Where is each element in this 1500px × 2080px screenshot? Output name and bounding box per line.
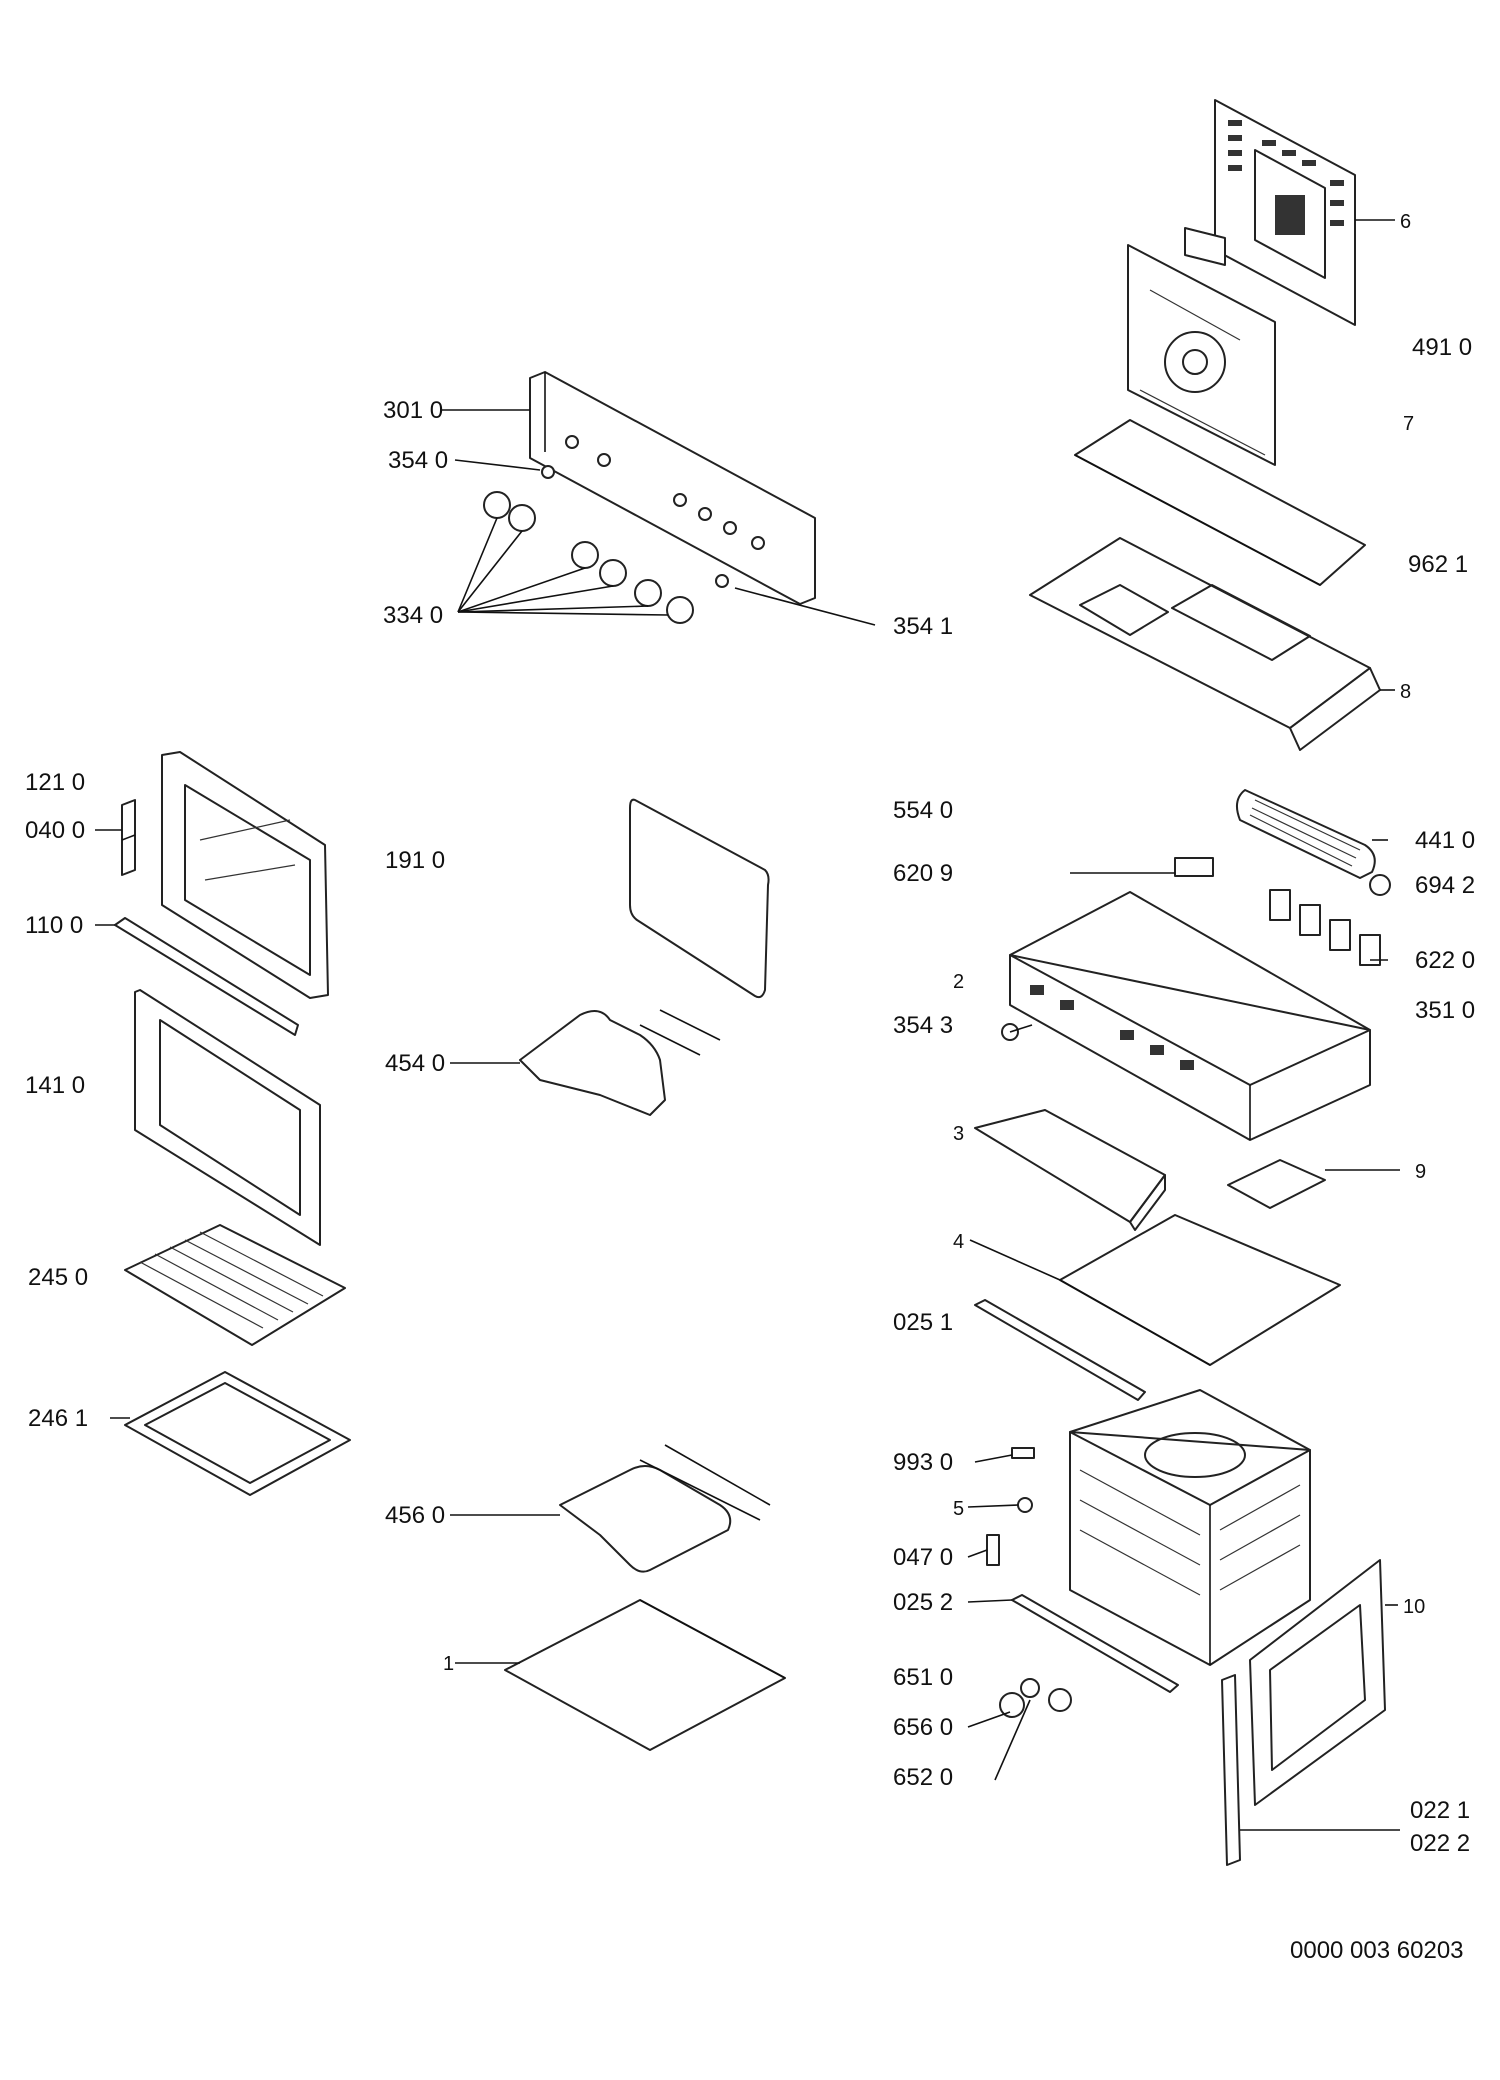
label-301-0: 301 0 <box>383 397 443 424</box>
label-7: 7 <box>1403 413 1414 435</box>
label-191-0: 191 0 <box>385 847 445 874</box>
part-door-side-022 <box>1221 1674 1241 1866</box>
label-10: 10 <box>1403 1596 1425 1618</box>
label-993-0: 993 0 <box>893 1449 953 1476</box>
part-fan-cover <box>1127 244 1276 466</box>
part-heating-element-456 <box>559 1444 771 1573</box>
part-top-tray <box>1029 537 1381 751</box>
part-small-parts-lower-right <box>986 1447 1179 1718</box>
label-040-0: 040 0 <box>25 817 85 844</box>
document-code: 0000 003 60203 <box>1290 1937 1464 1964</box>
label-047-0: 047 0 <box>893 1544 953 1571</box>
part-connector-620 <box>1174 857 1214 877</box>
part-control-panel <box>529 371 816 605</box>
label-334-0: 334 0 <box>383 602 443 629</box>
part-rail-025-1 <box>974 1299 1146 1401</box>
label-8: 8 <box>1400 681 1411 703</box>
leader-lines <box>95 219 1400 1831</box>
part-bracket-3 <box>974 1109 1166 1231</box>
part-baking-tray-246 <box>124 1371 351 1496</box>
label-441-0: 441 0 <box>1415 827 1475 854</box>
label-354-3: 354 3 <box>893 1012 953 1039</box>
label-491-0: 491 0 <box>1412 334 1472 361</box>
part-cover-9 <box>1227 1159 1326 1209</box>
label-1: 1 <box>443 1653 454 1675</box>
part-inner-door-frame <box>161 751 329 999</box>
label-354-0: 354 0 <box>388 447 448 474</box>
label-5: 5 <box>953 1498 964 1520</box>
part-heating-element-454 <box>519 1009 721 1116</box>
label-3: 3 <box>953 1123 964 1145</box>
part-hinge-040 <box>121 799 136 876</box>
part-switches-622 <box>1269 889 1381 966</box>
part-oven-top-housing <box>1009 891 1371 1141</box>
label-025-1: 025 1 <box>893 1309 953 1336</box>
label-620-9: 620 9 <box>893 860 953 887</box>
part-back-panel <box>1214 99 1356 326</box>
label-354-1: 354 1 <box>893 613 953 640</box>
part-bottom-plate-1 <box>504 1599 786 1751</box>
label-110-0: 110 0 <box>25 912 83 939</box>
label-454-0: 454 0 <box>385 1050 445 1077</box>
label-025-2: 025 2 <box>893 1589 953 1616</box>
part-tangential-fan-441 <box>1235 789 1376 879</box>
label-141-0: 141 0 <box>25 1072 85 1099</box>
label-246-1: 246 1 <box>28 1405 88 1432</box>
label-694-2: 694 2 <box>1415 872 1475 899</box>
label-962-1: 962 1 <box>1408 551 1468 578</box>
label-656-0: 656 0 <box>893 1714 953 1741</box>
label-622-0: 622 0 <box>1415 947 1475 974</box>
label-2: 2 <box>953 971 964 993</box>
part-lamp-694 <box>1369 874 1391 896</box>
part-knobs <box>483 465 729 624</box>
label-245-0: 245 0 <box>28 1264 88 1291</box>
part-glass-plate-191 <box>629 798 770 999</box>
part-wire-rack-245 <box>124 1224 346 1346</box>
label-652-0: 652 0 <box>893 1764 953 1791</box>
label-351-0: 351 0 <box>1415 997 1475 1024</box>
part-door-trim-110 <box>114 917 299 1036</box>
label-554-0: 554 0 <box>893 797 953 824</box>
part-oven-cavity <box>1069 1389 1311 1666</box>
label-651-0: 651 0 <box>893 1664 953 1691</box>
label-121-0: 121 0 <box>25 769 85 796</box>
callout-labels: 301 0 354 0 334 0 354 1 6 491 0 7 962 1 … <box>25 211 1475 1964</box>
label-6: 6 <box>1400 211 1411 233</box>
part-outer-glass-141 <box>134 989 321 1246</box>
label-022-2: 022 2 <box>1410 1830 1470 1857</box>
label-9: 9 <box>1415 1161 1426 1183</box>
part-door-frame-10 <box>1249 1559 1386 1806</box>
part-bracket <box>1184 227 1226 266</box>
label-456-0: 456 0 <box>385 1502 445 1529</box>
label-4: 4 <box>953 1231 964 1253</box>
part-thin-plate <box>1074 419 1366 586</box>
part-shelf-4 <box>1059 1214 1341 1366</box>
label-022-1: 022 1 <box>1410 1797 1470 1824</box>
